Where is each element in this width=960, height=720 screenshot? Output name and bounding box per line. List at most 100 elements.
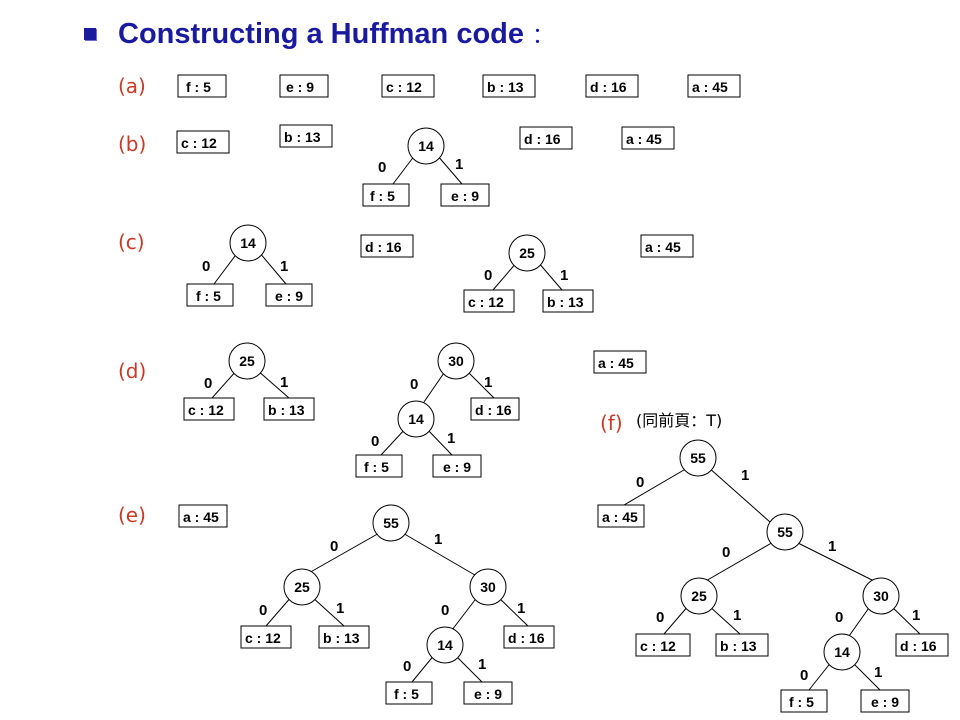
edge-1 [496,595,529,627]
leaf-label: b : 13 [284,129,321,145]
leaf-label: d : 16 [475,402,512,418]
tree-node [426,626,464,664]
leaf-label: c : 12 [181,135,217,151]
tree-node [283,568,321,606]
step-label-c: (c) [118,230,145,254]
edge-bit: 1 [733,607,741,624]
leaf-box [385,681,433,705]
tree-node [469,568,507,606]
leaf-box [519,126,573,150]
tree-node [823,633,861,671]
leaf-label: e : 9 [474,686,502,702]
node-weight: 14 [437,637,453,653]
tree-node [407,127,445,165]
leaf-box [355,454,403,478]
node-weight: 14 [834,644,850,660]
leaf-box [585,74,639,98]
step-c: 14 0 1 f : 5 e : 9 d : 16 a : 45 25 0 1 … [186,224,694,313]
leaf-box [362,183,410,207]
tree-node [229,224,267,262]
leaf-label: e : 9 [443,459,471,475]
edge-bit: 1 [280,374,288,391]
edge-0 [299,531,382,579]
leaf-label: a : 45 [598,355,634,371]
leaf-box [635,633,691,657]
leaf-box [482,74,536,98]
edge-bit: 1 [336,600,344,617]
leaf-box [895,633,949,657]
edge-1 [707,466,771,523]
leaf-label: b : 13 [323,630,360,646]
edge-bit: 1 [741,467,749,484]
leaf-label: b : 13 [720,638,757,654]
edge-1 [537,261,563,291]
step-a-leaves: f : 5 e : 9 c : 12 b : 13 d : 16 a : 45 [177,74,741,98]
leaf-box [687,74,741,98]
leaf-box [186,283,234,307]
edge-0 [703,540,776,583]
leaf-box [240,625,292,649]
edge-bit: 1 [447,430,455,447]
leaf-label: f : 5 [394,686,419,702]
tree-node [679,439,717,477]
edge-1 [707,604,741,635]
leaf-label: f : 5 [186,79,211,95]
node-weight: 14 [408,411,424,427]
edge-0 [423,369,447,403]
node-weight: 14 [418,138,434,154]
leaf-box [463,289,515,313]
edge-bit: 0 [656,609,664,626]
leaf-label: a : 45 [645,239,681,255]
leaf-label: b : 13 [268,402,305,418]
leaf-label: a : 45 [692,79,728,95]
leaf-label: d : 16 [365,239,402,255]
leaf-label: d : 16 [900,638,937,654]
leaf-box [593,350,647,374]
edge-bit: 1 [912,607,920,624]
edge-1 [889,604,921,635]
leaf-label: c : 12 [640,638,676,654]
tree-node [372,504,410,542]
edge-bit: 0 [410,376,418,393]
note-same-as-previous: (同前頁：T) [636,411,722,430]
leaf-label: a : 45 [602,509,638,525]
leaf-label: c : 12 [468,294,504,310]
leaf-box [542,289,594,313]
leaf-box [440,183,490,207]
tree-node [508,234,546,272]
leaf-label: f : 5 [789,694,814,710]
step-b: c : 12 b : 13 d : 16 a : 45 14 0 1 f : 5… [176,124,675,207]
edge-1 [850,660,881,691]
leaf-label: c : 12 [386,79,422,95]
edge-bit: 1 [478,656,486,673]
node-weight: 55 [383,515,399,531]
edge-1 [256,369,290,399]
edge-0 [451,595,479,631]
edge-bit: 1 [484,374,492,391]
edge-1 [793,540,877,583]
edge-0 [411,653,436,683]
edge-0 [213,251,239,285]
leaf-label: f : 5 [370,188,395,204]
leaf-label: b : 13 [487,79,524,95]
leaf-box [381,74,435,98]
step-label-d: (d) [118,359,146,383]
edge-1 [310,595,345,627]
edge-bit: 0 [722,544,730,561]
tree-node [397,400,435,438]
edge-1 [453,653,483,683]
node-weight: 55 [690,450,706,466]
edge-0 [211,369,238,399]
leaf-box [780,689,828,713]
node-weight: 55 [777,524,793,540]
leaf-label: e : 9 [451,188,479,204]
edge-bit: 0 [800,667,808,684]
node-weight: 14 [240,235,256,251]
edge-0 [808,660,833,691]
leaf-box [178,504,228,528]
node-weight: 25 [294,579,310,595]
edge-bit: 0 [204,375,212,392]
leaf-box [597,504,645,528]
edge-0 [848,604,872,637]
